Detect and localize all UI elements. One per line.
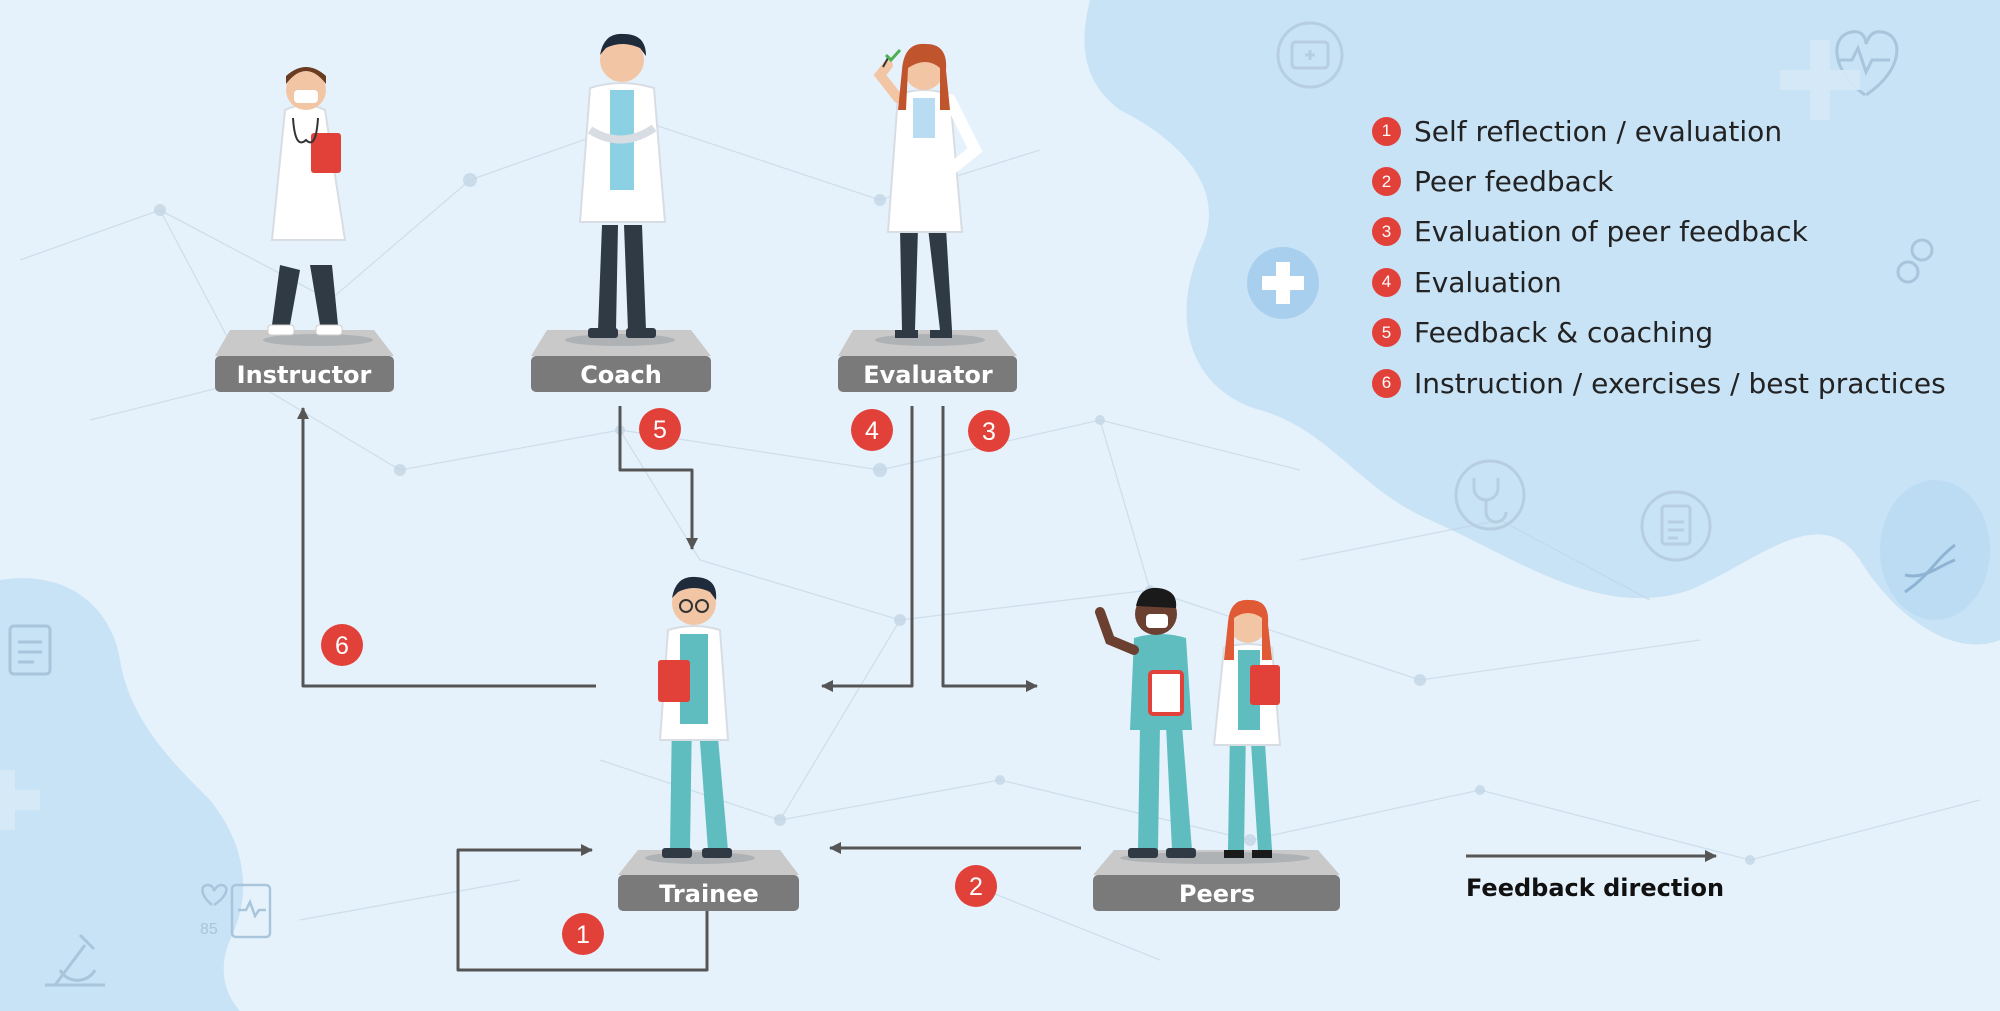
legend: 1 Self reflection / evaluation 2 Peer fe… xyxy=(1372,106,1946,408)
legend-badge-1: 1 xyxy=(1372,116,1401,146)
stethoscope-icon xyxy=(1454,459,1526,531)
node-label-coach: Coach xyxy=(580,361,662,389)
step-badge-1: 1 xyxy=(562,913,604,955)
connector-coach-to-trainee xyxy=(618,406,698,550)
legend-label-1: Self reflection / evaluation xyxy=(1414,114,1783,148)
character-instructor xyxy=(263,67,373,346)
step-badge-1-number: 1 xyxy=(576,921,590,949)
background-blob-right xyxy=(1880,480,1990,620)
legend-item-5: 5 Feedback & coaching xyxy=(1372,308,1946,358)
legend-badge-6: 6 xyxy=(1372,368,1401,398)
step-badge-6-number: 6 xyxy=(335,632,349,660)
step-badge-2: 2 xyxy=(955,865,997,907)
step-badge-3-number: 3 xyxy=(982,418,996,446)
clipboard-small-icon xyxy=(8,624,52,676)
legend-label-6: Instruction / exercises / best practices xyxy=(1414,366,1946,400)
heart-monitor-icon xyxy=(201,883,272,939)
connector-trainee-to-instructor xyxy=(297,407,596,688)
legend-label-4: Evaluation xyxy=(1414,265,1562,299)
connector-evaluator-to-peers xyxy=(941,406,1038,692)
connectors xyxy=(297,406,1717,972)
microscope-icon xyxy=(45,933,105,987)
legend-label-3: Evaluation of peer feedback xyxy=(1414,215,1808,249)
node-label-trainee: Trainee xyxy=(659,880,759,908)
step-badge-6: 6 xyxy=(321,624,363,666)
legend-badge-4: 4 xyxy=(1372,267,1401,297)
legend-item-6: 6 Instruction / exercises / best practic… xyxy=(1372,358,1946,408)
pills-icon xyxy=(1896,238,1934,284)
connector-self-reflection xyxy=(456,844,709,972)
medical-cross-outline-icon xyxy=(0,770,40,830)
cross-circle-icon xyxy=(1247,247,1319,319)
character-coach xyxy=(565,33,675,346)
legend-item-2: 2 Peer feedback xyxy=(1372,156,1946,206)
character-trainee xyxy=(645,576,755,864)
node-label-peers: Peers xyxy=(1179,880,1255,908)
step-badge-2-number: 2 xyxy=(969,873,983,901)
step-badge-5-number: 5 xyxy=(653,416,667,444)
character-evaluator xyxy=(873,43,985,346)
character-peers xyxy=(1095,587,1310,864)
background-blob-bottom-left xyxy=(0,578,244,1011)
heart-pulse-icon xyxy=(1835,30,1899,97)
legend-item-4: 4 Evaluation xyxy=(1372,257,1946,307)
background-blob-top-right xyxy=(1084,0,2000,645)
legend-item-1: 1 Self reflection / evaluation xyxy=(1372,106,1946,156)
step-badge-3: 3 xyxy=(968,410,1010,452)
legend-badge-5: 5 xyxy=(1372,318,1401,348)
legend-label-2: Peer feedback xyxy=(1414,165,1614,199)
legend-item-3: 3 Evaluation of peer feedback xyxy=(1372,207,1946,257)
decor-number-85: 85 xyxy=(200,921,218,938)
step-badge-4: 4 xyxy=(851,409,893,451)
clipboard-icon xyxy=(1640,490,1712,562)
first-aid-kit-icon xyxy=(1276,21,1344,89)
step-badge-4-number: 4 xyxy=(865,417,879,445)
step-badges: 1 2 3 4 5 6 xyxy=(321,408,1010,955)
connector-evaluator-to-trainee xyxy=(821,406,914,692)
legend-badge-3: 3 xyxy=(1372,217,1401,247)
node-label-instructor: Instructor xyxy=(237,361,372,389)
legend-label-5: Feedback & coaching xyxy=(1414,316,1714,350)
dna-icon xyxy=(1904,543,1956,594)
node-label-evaluator: Evaluator xyxy=(863,361,993,389)
step-badge-5: 5 xyxy=(639,408,681,450)
medical-cross-icon xyxy=(1780,40,1860,120)
legend-badge-2: 2 xyxy=(1372,167,1401,197)
feedback-direction-label: Feedback direction xyxy=(1466,874,1725,902)
